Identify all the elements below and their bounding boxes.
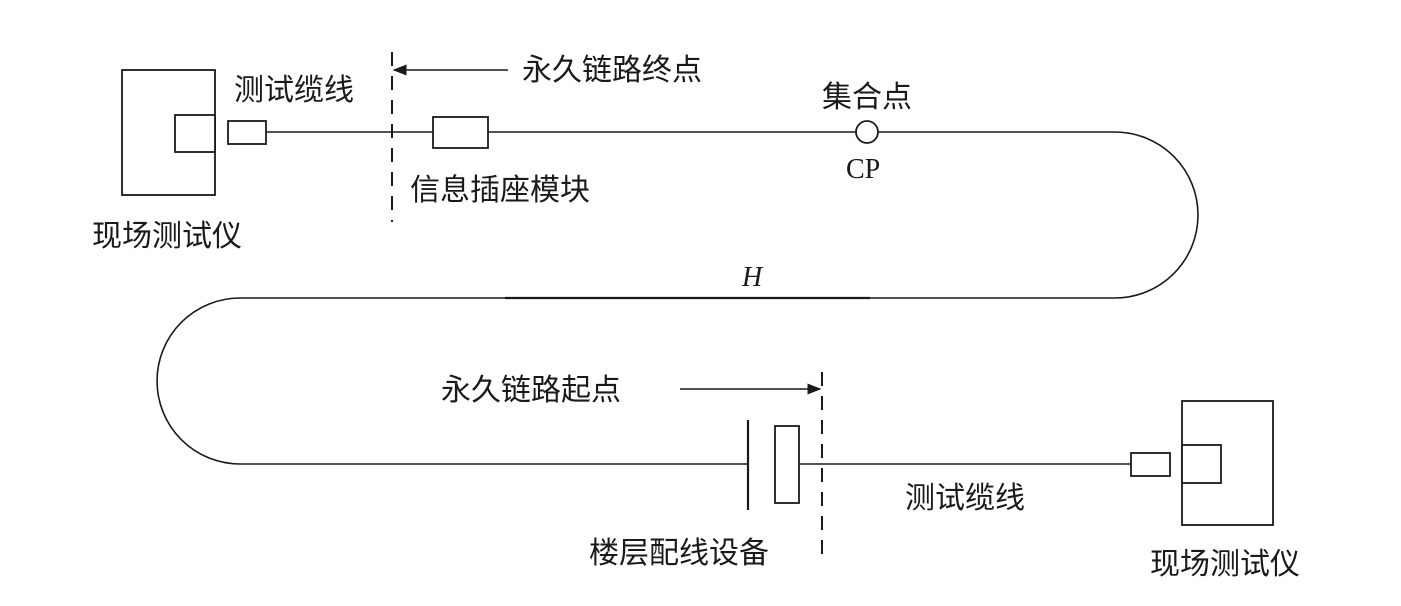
outlet-module-box xyxy=(432,116,489,149)
field-tester-right-port xyxy=(1181,444,1222,484)
outlet-module-label: 信息插座模块 xyxy=(410,173,590,208)
consolidation-point-label: 集合点 xyxy=(822,80,912,115)
field-tester-right xyxy=(1181,400,1274,526)
h-marker-label: H xyxy=(741,262,764,293)
field-tester-left-label: 现场测试仪 xyxy=(92,219,242,254)
test-cable-plug-right xyxy=(1130,452,1171,477)
horizontal-cable-left-loop xyxy=(156,297,241,465)
test-cable-bottom-label: 测试缆线 xyxy=(905,481,1025,516)
floor-distributor-module xyxy=(774,425,800,504)
test-cable-top-label: 测试缆线 xyxy=(234,73,354,108)
horizontal-cable-right-loop xyxy=(1114,131,1199,299)
field-tester-left xyxy=(121,69,216,196)
field-tester-right-label: 现场测试仪 xyxy=(1150,547,1300,582)
floor-distributor-label: 楼层配线设备 xyxy=(589,536,769,571)
permanent-link-end-label: 永久链路终点 xyxy=(522,53,702,88)
consolidation-point-circle xyxy=(855,120,879,144)
test-cable-plug-left xyxy=(227,120,267,145)
field-tester-left-port xyxy=(174,114,216,153)
cp-label: CP xyxy=(846,154,880,185)
permanent-link-start-label: 永久链路起点 xyxy=(441,373,621,408)
